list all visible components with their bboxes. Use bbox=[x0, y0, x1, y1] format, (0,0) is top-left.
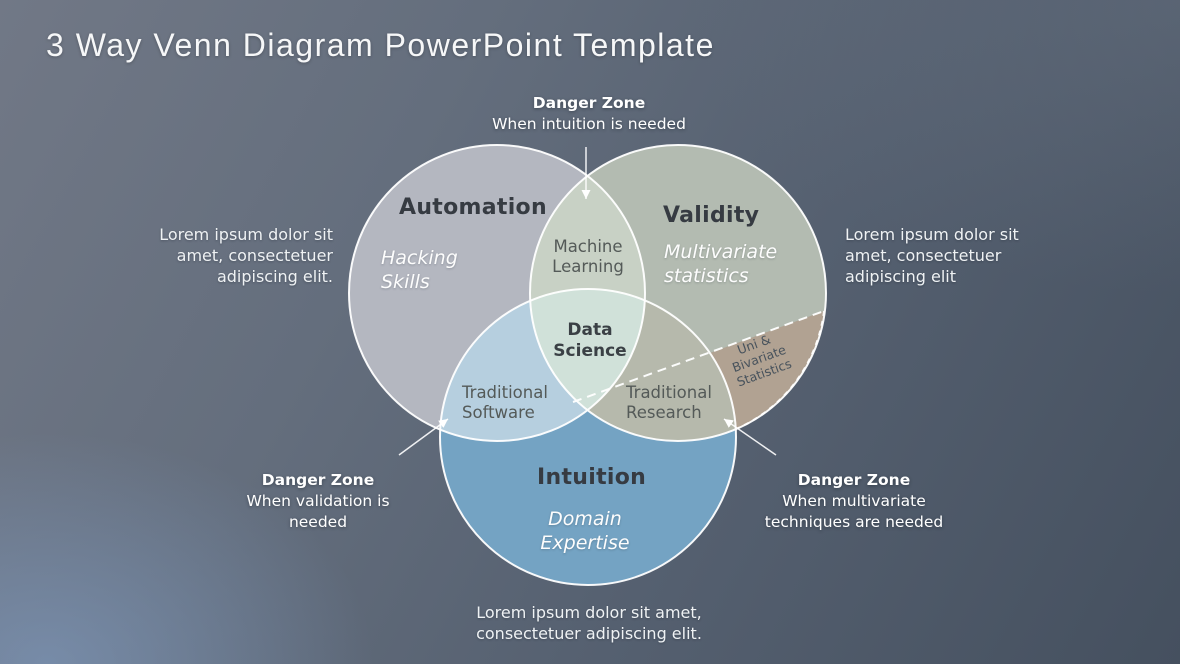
slide-title: 3 Way Venn Diagram PowerPoint Template bbox=[46, 27, 715, 63]
danger-right-arrow bbox=[723, 418, 777, 456]
intuition-subtitle: Domain Expertise bbox=[540, 508, 630, 554]
intuition-title: Intuition bbox=[537, 465, 647, 490]
danger-zone-top-subtitle: When intuition is needed bbox=[492, 114, 686, 133]
machine-learning-label: Machine Learning bbox=[552, 237, 624, 277]
wedge-dashed-arc bbox=[735, 310, 825, 430]
danger-zone-top: Danger Zone When intuition is needed bbox=[464, 93, 714, 135]
data-science-label: Data Science bbox=[553, 320, 627, 362]
danger-zone-right-subtitle: When multivariate techniques are needed bbox=[764, 491, 944, 531]
validity-subtitle: Multivariate statistics bbox=[664, 241, 778, 287]
validity-title: Validity bbox=[663, 203, 760, 228]
note-left: Lorem ipsum dolor sit amet, consectetuer… bbox=[159, 225, 333, 287]
danger-zone-left-subtitle: When validation is needed bbox=[246, 491, 390, 531]
intuition-circle-outline bbox=[439, 288, 737, 586]
danger-zone-right: Danger Zone When multivariate techniques… bbox=[729, 470, 979, 533]
danger-left-arrow bbox=[398, 418, 449, 456]
note-bottom: Lorem ipsum dolor sit amet, consectetuer… bbox=[476, 603, 702, 644]
note-right: Lorem ipsum dolor sit amet, consectetuer… bbox=[845, 225, 1019, 287]
traditional-software-label: Traditional Software bbox=[462, 383, 548, 423]
automation-title: Automation bbox=[399, 195, 547, 220]
automation-circle-outline bbox=[348, 144, 646, 442]
danger-zone-top-title: Danger Zone bbox=[532, 94, 646, 112]
danger-zone-right-title: Danger Zone bbox=[797, 471, 911, 489]
danger-zone-left: Danger Zone When validation is needed bbox=[193, 470, 443, 533]
automation-subtitle: Hacking Skills bbox=[381, 247, 458, 293]
uni-bivariate-region bbox=[710, 311, 824, 429]
traditional-research-label: Traditional Research bbox=[626, 383, 712, 423]
validity-circle-outline bbox=[529, 144, 827, 442]
danger-zone-left-title: Danger Zone bbox=[261, 471, 375, 489]
